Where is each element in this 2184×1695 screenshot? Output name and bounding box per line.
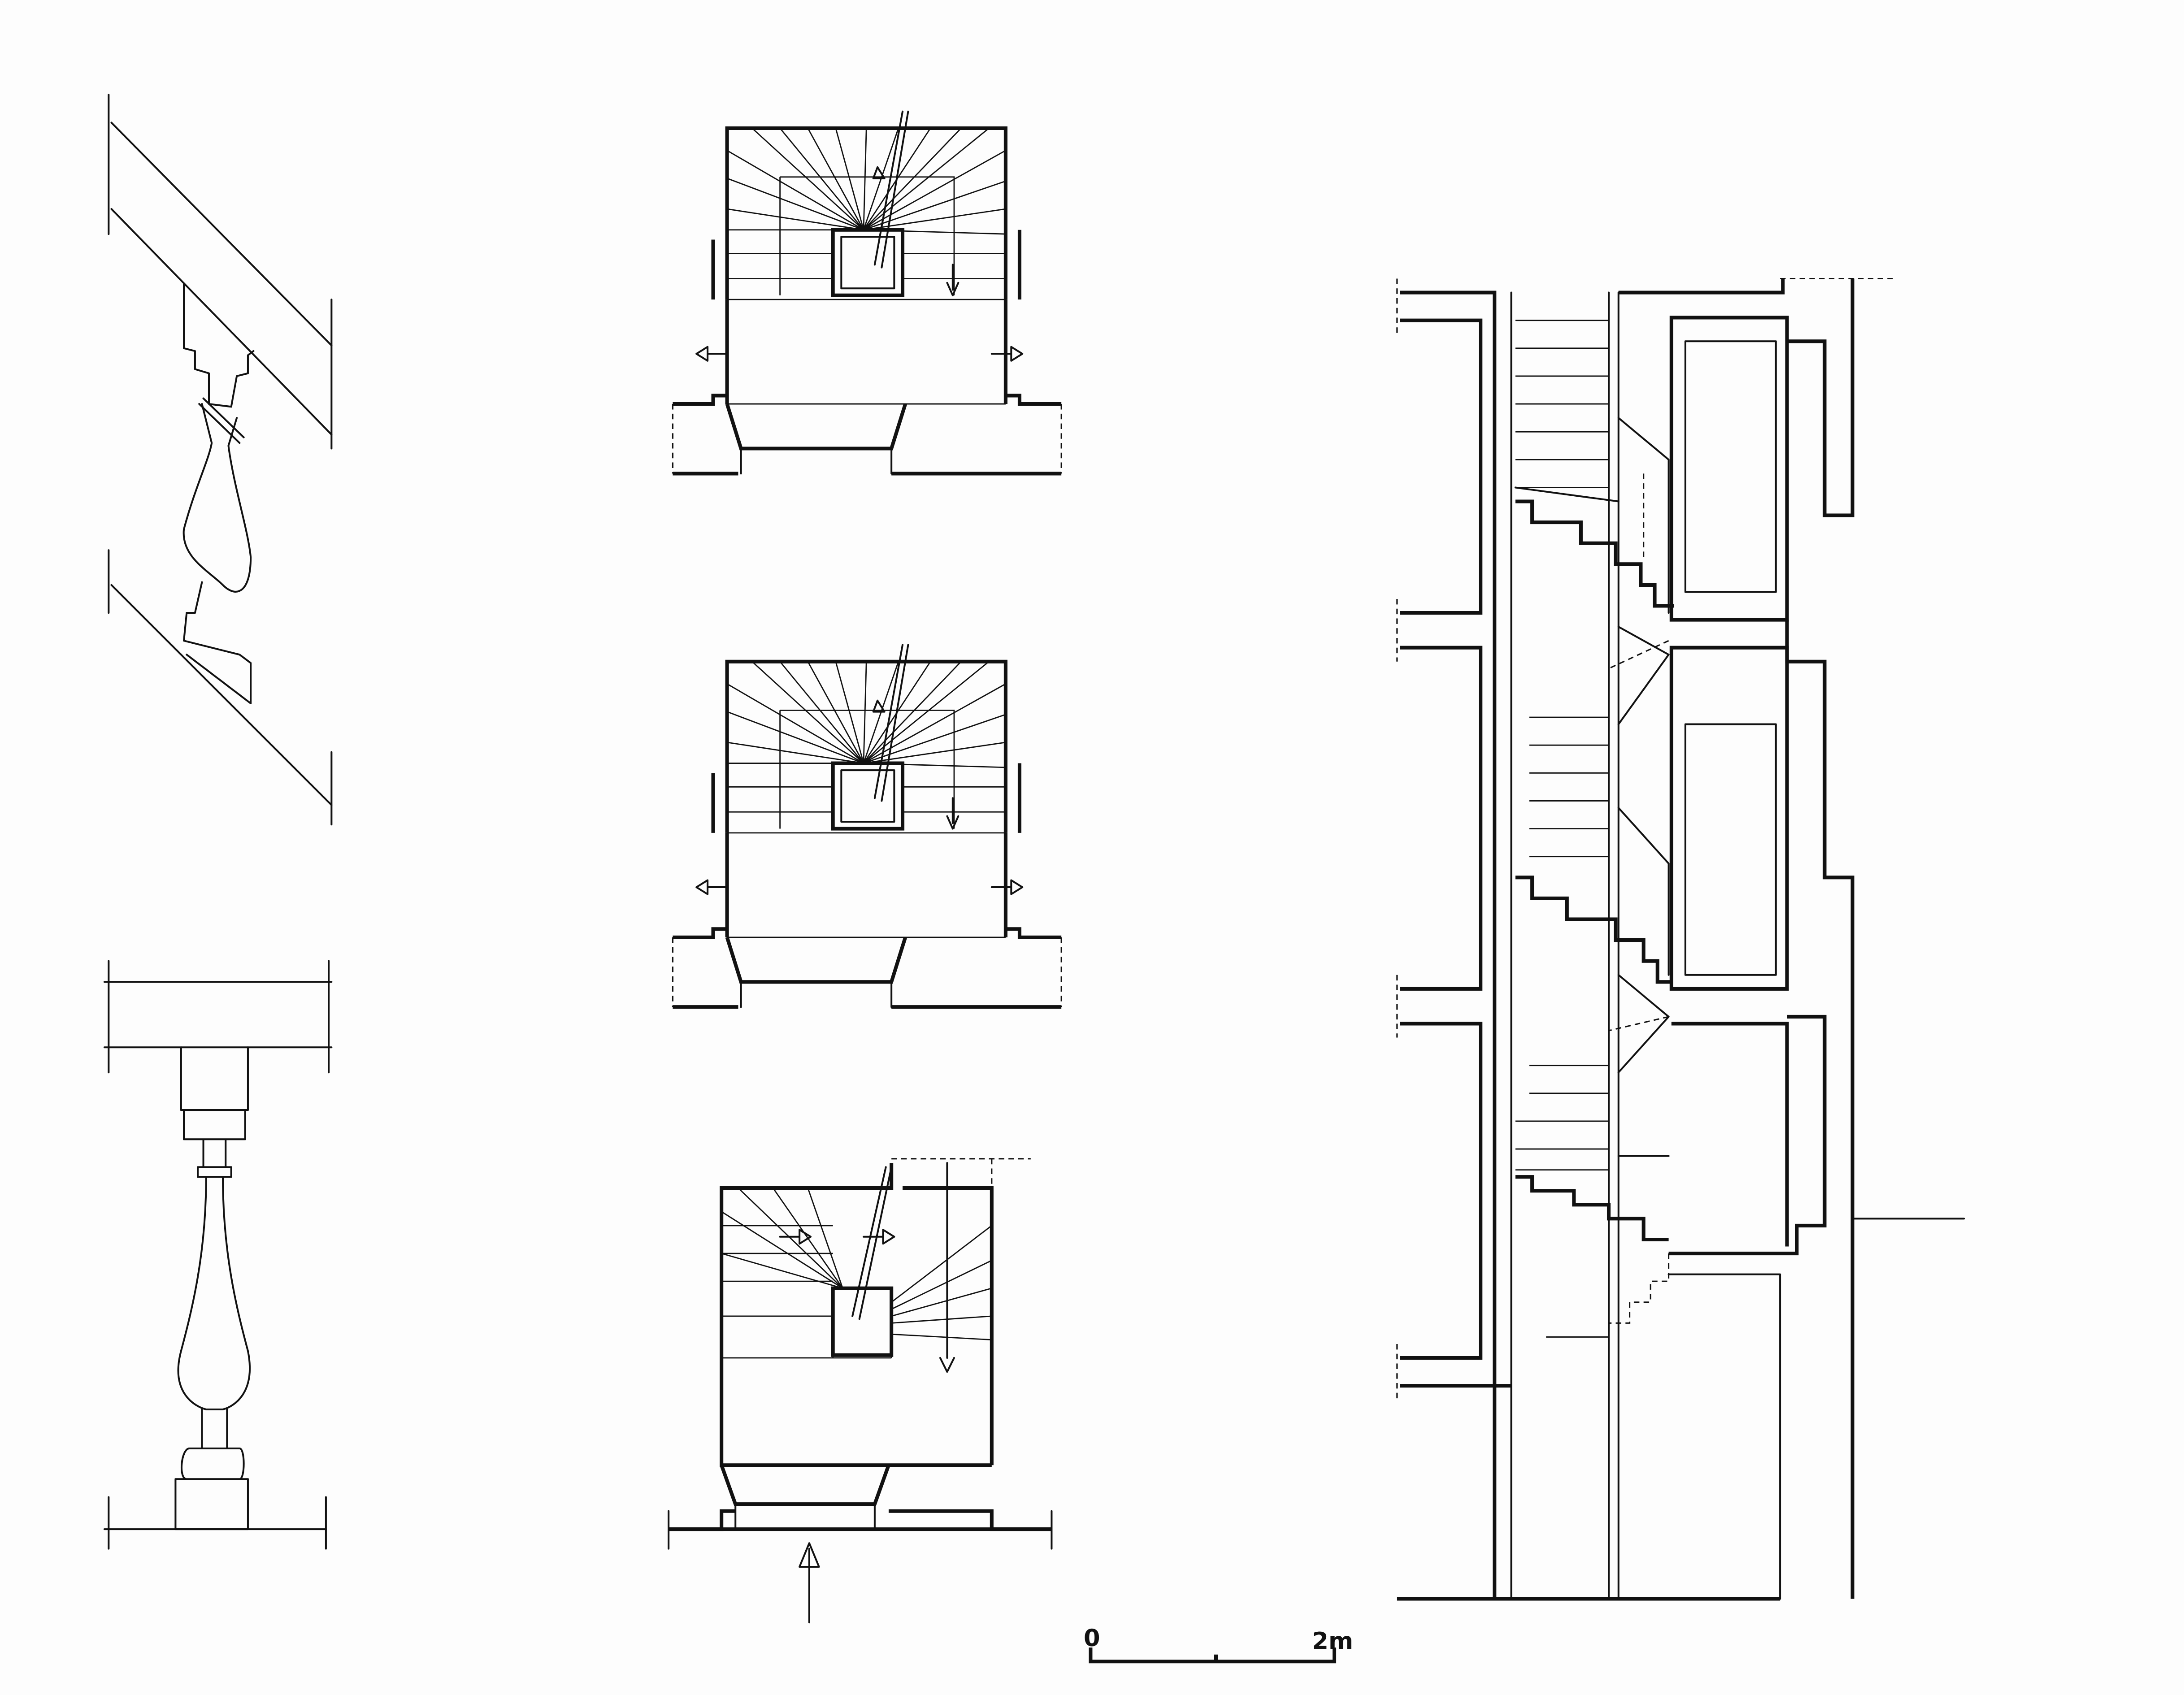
staircase-section bbox=[1396, 277, 1965, 1601]
handrail bbox=[110, 121, 333, 436]
dimension-ticks bbox=[108, 94, 333, 826]
right-wall bbox=[1668, 278, 1854, 1599]
inclined-baluster-elevation bbox=[108, 94, 333, 826]
scale-bar-line bbox=[1089, 1647, 1337, 1664]
stair-flight-1 bbox=[1515, 499, 1675, 608]
stair-flight-3 bbox=[1515, 1175, 1669, 1242]
stair-treads bbox=[1515, 320, 1609, 1338]
stair-plan-ground bbox=[668, 1158, 1053, 1624]
stair-plan-upper bbox=[673, 112, 1061, 474]
straight-baluster-elevation bbox=[103, 960, 333, 1550]
handrail bbox=[103, 981, 333, 1049]
window-frames bbox=[1669, 316, 1789, 1247]
scale-bar: 0 2m bbox=[1084, 1625, 1353, 1664]
baluster-profile bbox=[174, 1046, 251, 1530]
scale-bar-end-label: 2m bbox=[1312, 1627, 1353, 1655]
scale-bar-start-label: 0 bbox=[1084, 1625, 1100, 1652]
baluster-profile bbox=[182, 283, 255, 704]
stair-flight-2 bbox=[1515, 876, 1672, 984]
floor-slabs-left bbox=[1397, 290, 1780, 1601]
string-lines bbox=[110, 584, 333, 806]
stair-plan-middle bbox=[673, 645, 1061, 1007]
entrance-arrow bbox=[799, 1542, 820, 1624]
dimension-ticks bbox=[108, 960, 330, 1550]
